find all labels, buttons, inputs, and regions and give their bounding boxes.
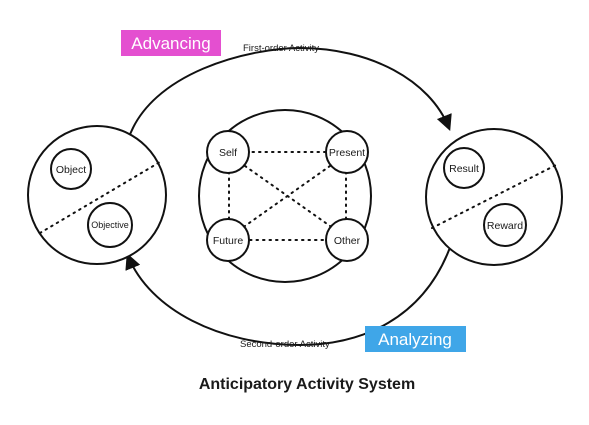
future-node (206, 218, 250, 262)
advancing-badge-label: Advancing (131, 34, 210, 53)
self-node (206, 130, 250, 174)
future-label: Future (213, 235, 244, 247)
self-label: Self (219, 147, 237, 159)
left-divider (39, 161, 161, 234)
reward-label: Reward (487, 220, 523, 232)
analyzing-badge (365, 326, 466, 352)
other-label: Other (334, 235, 361, 247)
present-node (325, 130, 369, 174)
analyzing-badge-label: Analyzing (378, 330, 452, 349)
result-node (443, 147, 485, 189)
present-future-link (244, 165, 331, 227)
diagram-title: Anticipatory Activity System (199, 376, 415, 393)
first-order-label: First-order Activity (243, 43, 319, 54)
objective-label: Objective (91, 220, 129, 230)
object-label: Object (56, 164, 86, 176)
first-order-arc (127, 46, 452, 141)
result-label: Result (449, 163, 479, 175)
object-node (50, 148, 92, 190)
present-label: Present (329, 147, 365, 159)
advancing-badge (121, 30, 221, 56)
right-circle (425, 128, 563, 266)
other-node (325, 218, 369, 262)
second-order-label: Second-order Activity (240, 339, 330, 350)
objective-node (87, 202, 133, 248)
reward-node (483, 203, 527, 247)
second-order-arc (125, 241, 453, 347)
